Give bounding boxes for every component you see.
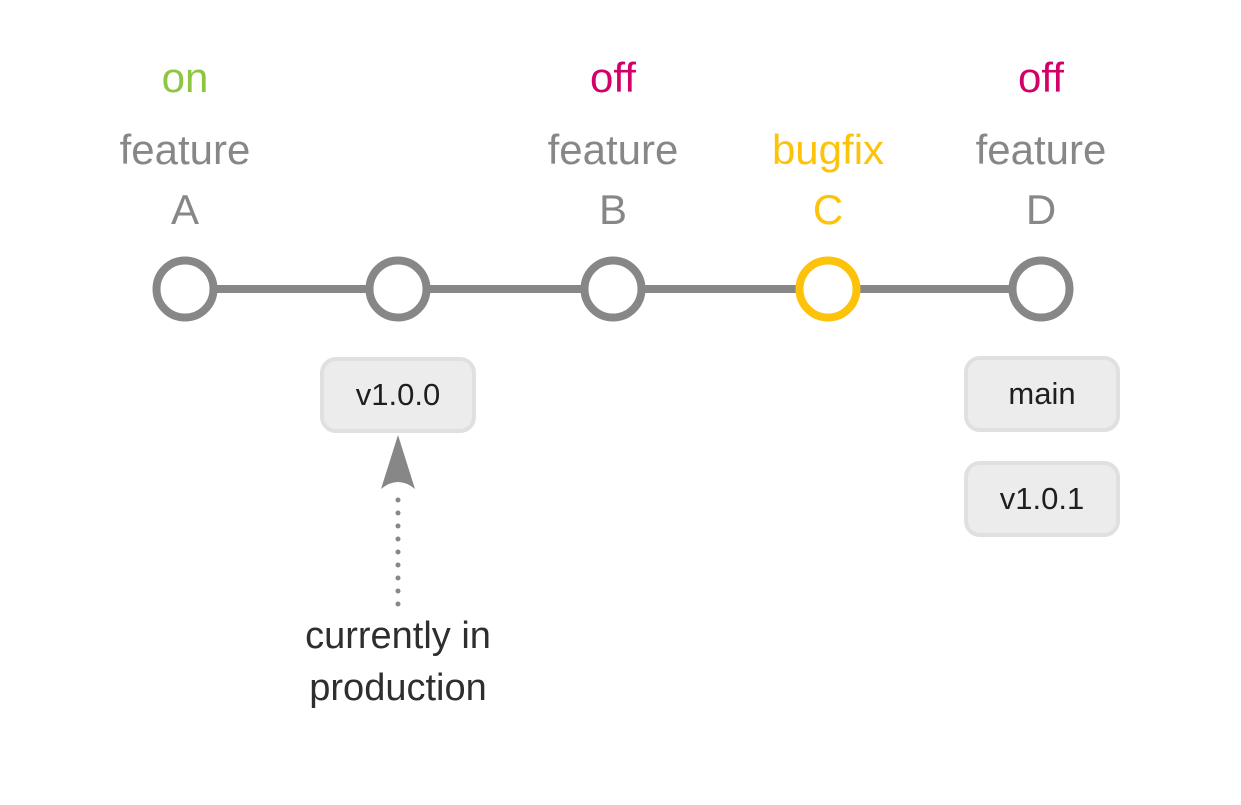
tag-v1-0-0: v1.0.0 <box>320 357 476 433</box>
tag-label: v1.0.0 <box>355 377 441 412</box>
branch-letter-label: C <box>812 186 844 233</box>
branch-feature-d: off feature D <box>881 0 1201 250</box>
branch-bugfix-c: bugfix C <box>668 0 988 250</box>
flag-state-label: on <box>161 54 209 101</box>
annotation-line-2: production <box>309 667 487 709</box>
tag-v1-0-1: v1.0.1 <box>964 461 1120 537</box>
tag-label: main <box>1008 376 1076 411</box>
tag-label: v1.0.1 <box>999 481 1085 516</box>
production-annotation: currently in production <box>305 610 491 714</box>
commit-node-2 <box>365 256 431 322</box>
arrow-up-icon <box>381 435 415 489</box>
commit-node-3 <box>580 256 646 322</box>
flag-state-label: off <box>1018 54 1064 101</box>
annotation-line-1: currently in <box>305 615 491 657</box>
branch-feature-a: on feature A <box>25 0 345 250</box>
branch-letter-label: A <box>170 186 199 233</box>
flag-state-label: off <box>590 54 636 101</box>
commit-node-5 <box>1008 256 1074 322</box>
branch-feature-b: off feature B <box>453 0 773 250</box>
branch-letter-label: D <box>1025 186 1057 233</box>
branch-letter-label: B <box>598 186 627 233</box>
tag-main-branch: main <box>964 356 1120 432</box>
commit-node-4-bugfix <box>795 256 861 322</box>
branch-name-label: feature <box>547 126 679 173</box>
branch-name-label: feature <box>975 126 1107 173</box>
commit-node-1 <box>152 256 218 322</box>
branch-name-label: bugfix <box>771 126 885 173</box>
branch-name-label: feature <box>119 126 251 173</box>
